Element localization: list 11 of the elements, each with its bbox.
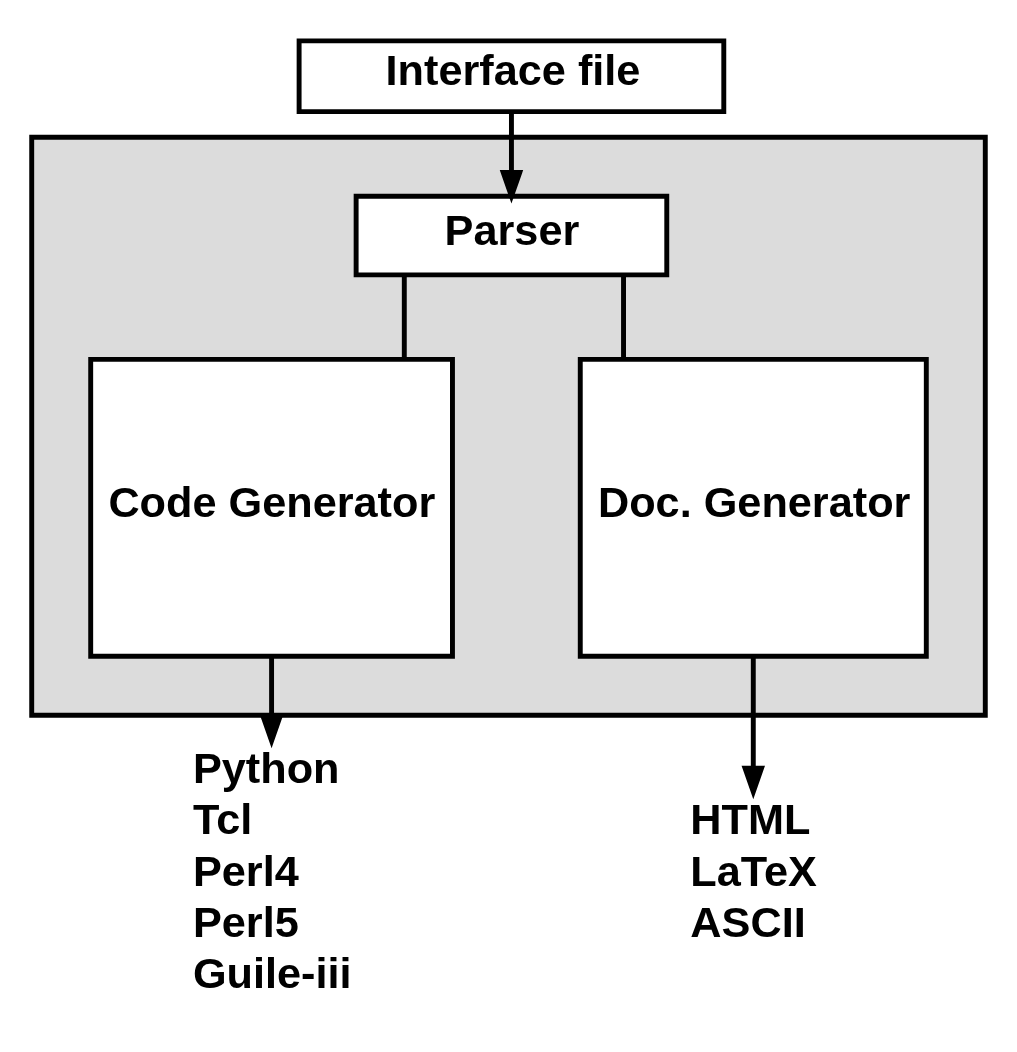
node-box: Parser bbox=[353, 193, 670, 277]
arrow bbox=[499, 111, 524, 204]
arrow bbox=[741, 656, 765, 799]
node-text: Python Tcl Perl4 Perl5 Guile-iii bbox=[192, 743, 352, 997]
node-box: Interface file bbox=[296, 37, 727, 114]
node-box: Code Generator bbox=[88, 356, 455, 659]
arrow bbox=[259, 656, 284, 748]
connector bbox=[621, 274, 626, 359]
connector bbox=[401, 274, 407, 359]
node-text: HTML LaTeX ASCII bbox=[690, 794, 817, 946]
node-box: Doc. Generator bbox=[577, 356, 929, 659]
